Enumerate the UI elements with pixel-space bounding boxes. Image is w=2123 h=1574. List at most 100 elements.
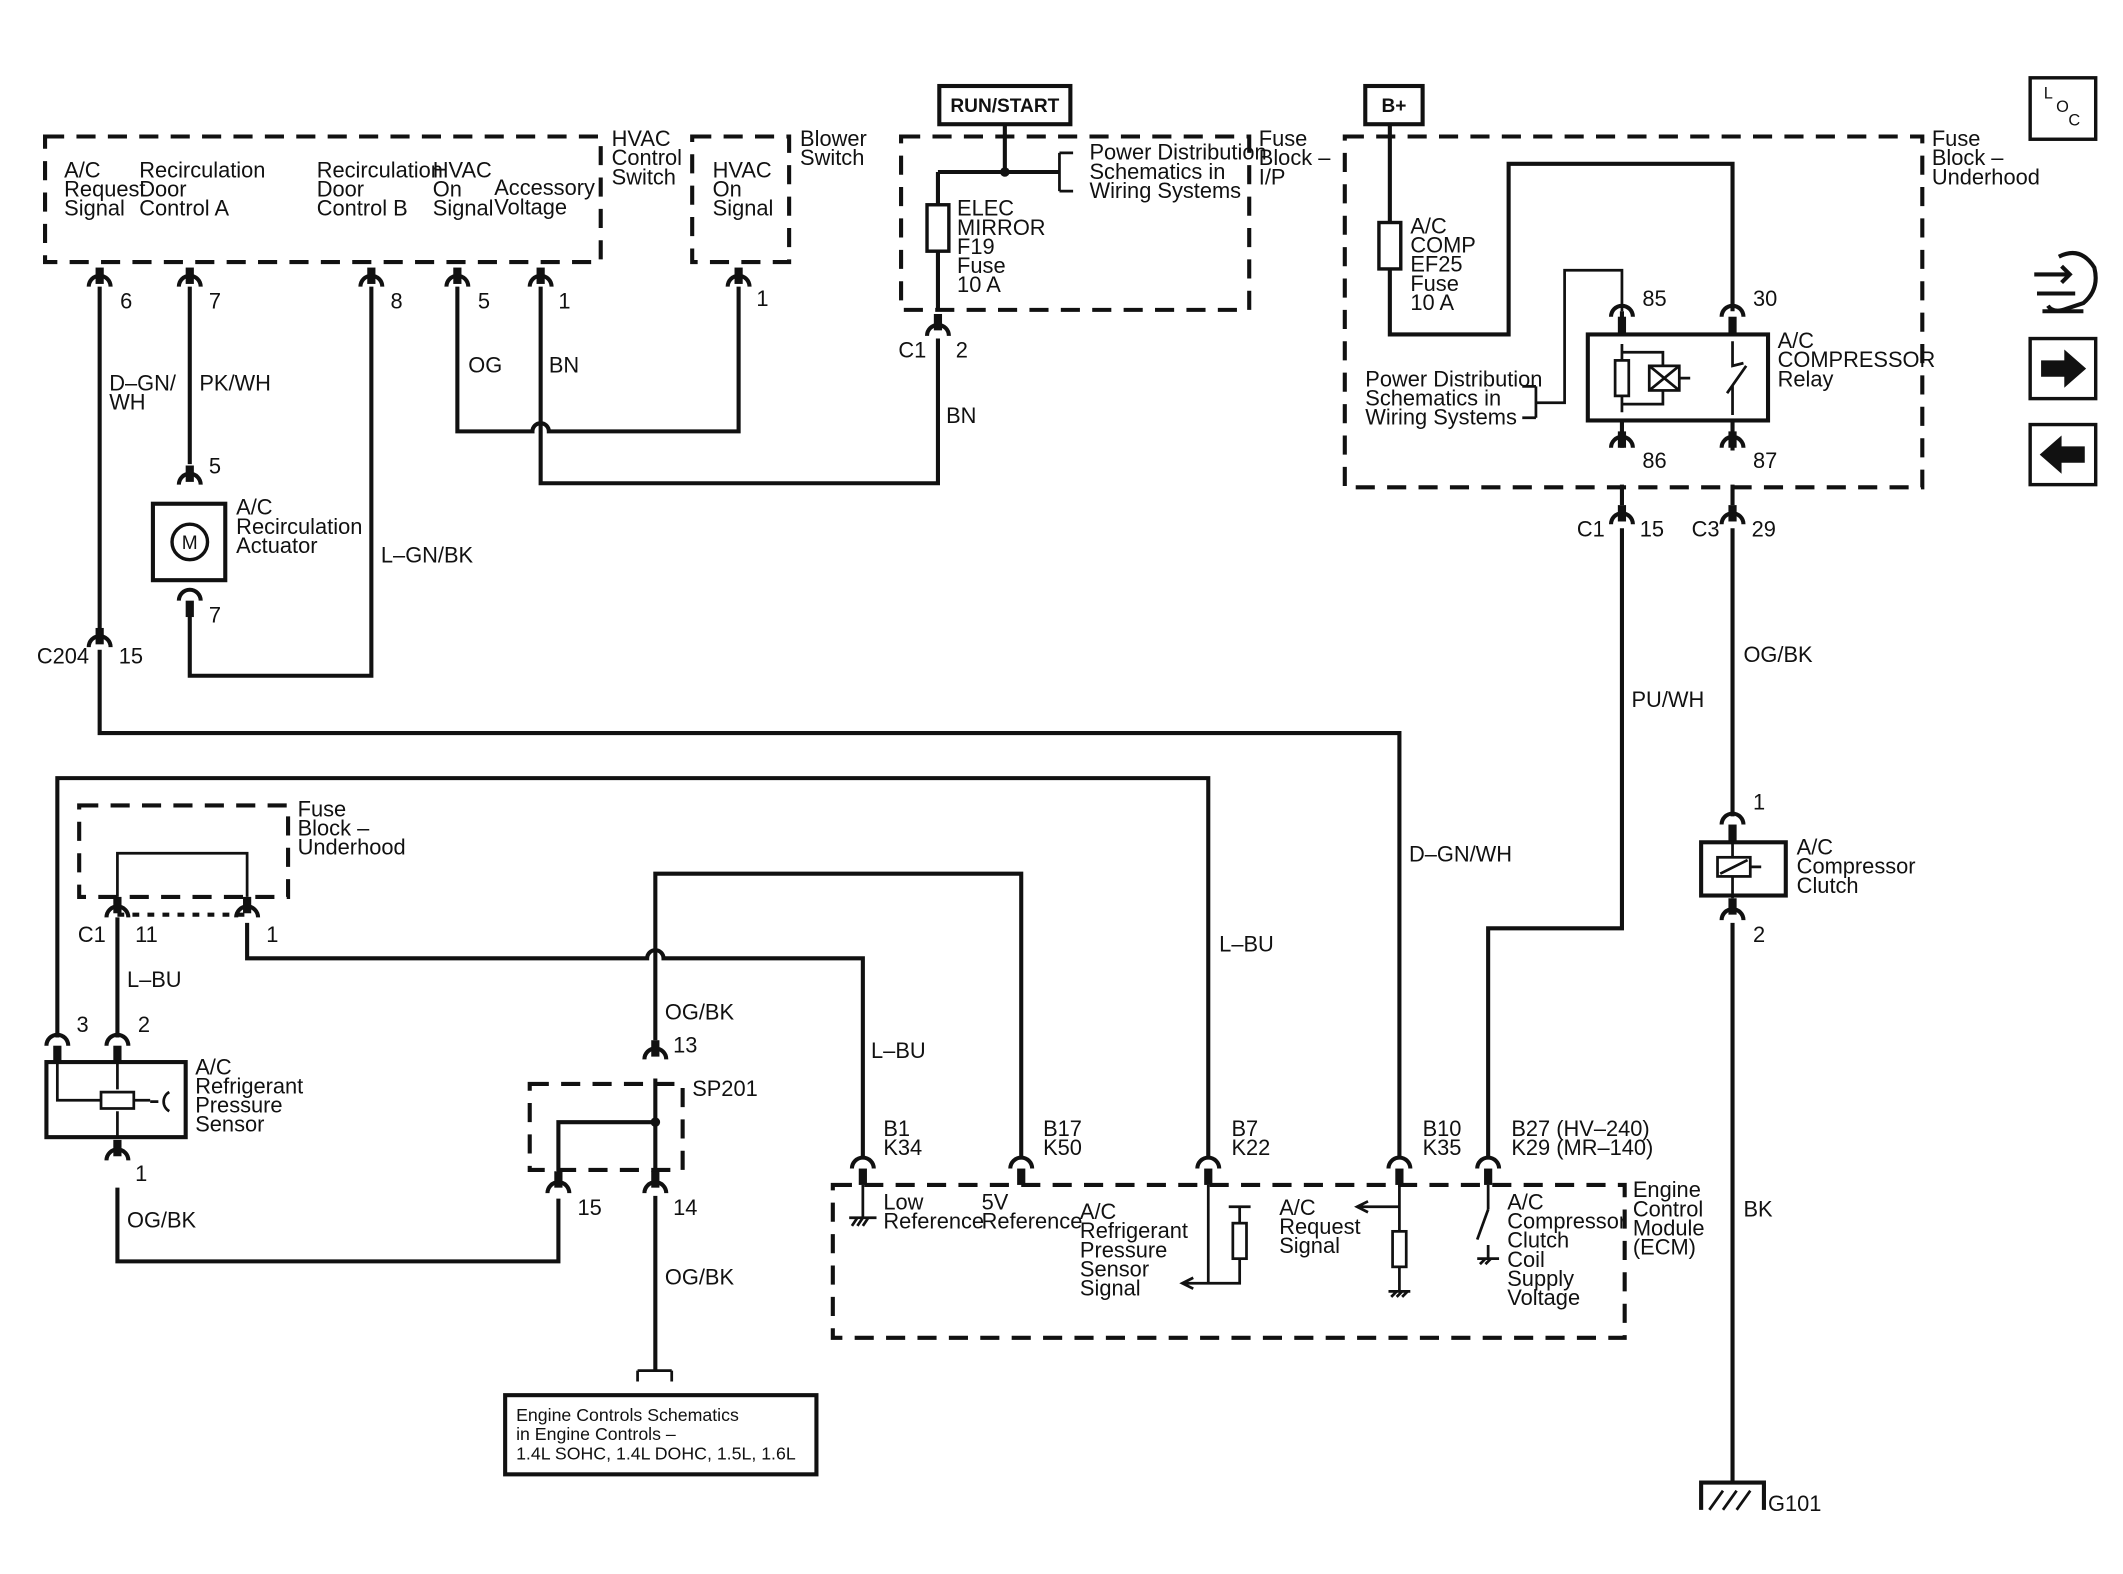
pin-label: 86: [1642, 448, 1666, 473]
wire-5v-ref: [653, 871, 1024, 1158]
b-plus-label: B+: [1381, 96, 1406, 117]
pin-label: 14: [673, 1195, 697, 1220]
sp201-label: SP201: [692, 1076, 758, 1101]
pin-label: 85: [1642, 286, 1666, 311]
splice-ip: [1000, 167, 1010, 177]
ecm-internals: [849, 1184, 1500, 1298]
pin-label: 7: [209, 289, 221, 314]
wire-label: PK/WH: [199, 370, 271, 395]
wire-label: PU/WH: [1632, 687, 1705, 712]
connector-label: C1: [1577, 516, 1605, 541]
fuse-block-underhood-top-box: [1342, 134, 1925, 490]
wire-sp201-internal: [556, 1078, 658, 1172]
terminal: [1608, 505, 1635, 525]
terminal: [176, 465, 203, 485]
b-plus-box: [1363, 83, 1425, 127]
pin-label: 87: [1753, 448, 1777, 473]
wire-actuator-return: [187, 286, 374, 678]
connector-label: C204: [37, 643, 89, 668]
wire-label: L–BU: [871, 1038, 926, 1063]
arrow-right-icon[interactable]: [2028, 336, 2098, 401]
motor-circle: [170, 522, 210, 562]
wire-label: OG/BK: [665, 1265, 735, 1290]
wire-label: BN: [549, 353, 579, 378]
pin-label: 1: [266, 922, 278, 947]
wire-label: OG: [468, 353, 502, 378]
terminal: [1386, 1155, 1413, 1185]
pin-label: 15: [119, 643, 143, 668]
terminals: [44, 267, 1746, 1194]
pin-label: 1: [558, 289, 570, 314]
terminal: [44, 1032, 71, 1063]
hvac-control-switch-box: [43, 134, 603, 265]
wire-og-bk-left: [115, 1187, 561, 1264]
sensor-internals: [99, 1090, 171, 1113]
engine-controls-ref-box: [503, 1393, 819, 1477]
wire-label: L–BU: [1219, 931, 1274, 956]
wire-bn: [538, 286, 940, 486]
wire-dgn-wh: [97, 286, 1402, 1158]
connector-label: C1: [78, 922, 106, 947]
wiring-symbols-icon[interactable]: [2034, 251, 2098, 314]
power-dist-bracket-relay: [1522, 268, 1624, 420]
terminal: [849, 1155, 876, 1185]
terminal: [1719, 898, 1746, 921]
terminal: [104, 1032, 131, 1063]
wire-lbu-b1: [245, 922, 865, 1158]
pin-label: 11: [135, 922, 158, 947]
ac-comp-fuse: [1377, 220, 1403, 271]
clutch-internals: [1716, 840, 1762, 899]
terminal: [86, 267, 113, 287]
wire-label: D–GN/WH: [1409, 841, 1512, 866]
terminal: [444, 267, 471, 287]
elec-mirror-fuse: [925, 203, 951, 253]
terminal: [176, 267, 203, 287]
wire-b-plus: [1387, 124, 1735, 337]
pin-label: 1: [1753, 790, 1765, 815]
pin-label: 3: [76, 1012, 88, 1037]
g101-label: G101: [1768, 1491, 1821, 1516]
pin-label: 2: [138, 1012, 150, 1037]
pin-label: 5: [209, 454, 221, 479]
terminal: [104, 1139, 131, 1161]
terminal: [234, 896, 261, 918]
pin-label: 5: [478, 289, 490, 314]
wire-fb-internal: [116, 851, 249, 897]
terminal: [86, 627, 113, 648]
engine-controls-ref-connector: [636, 1369, 674, 1382]
terminal: [1195, 1155, 1222, 1185]
terminal: [924, 313, 951, 337]
terminal: [1475, 1155, 1502, 1185]
loc-box: [2028, 76, 2098, 141]
sensor-internal: [55, 1062, 151, 1138]
pin-label: 6: [120, 289, 132, 314]
wire-label: OG/BK: [127, 1207, 197, 1232]
arrow-left-icon[interactable]: [2028, 422, 2098, 487]
pin-label: 8: [390, 289, 402, 314]
run-start-box: [937, 83, 1073, 127]
wire-label: L–BU: [127, 967, 182, 992]
fuse-block-underhood-left-box: [77, 803, 291, 899]
pin-label: 30: [1753, 286, 1777, 311]
pin-label: 15: [578, 1195, 602, 1220]
wire-label: BK: [1743, 1196, 1773, 1221]
ground-g101-symbol: [1699, 1480, 1766, 1511]
terminal: [1719, 303, 1746, 334]
